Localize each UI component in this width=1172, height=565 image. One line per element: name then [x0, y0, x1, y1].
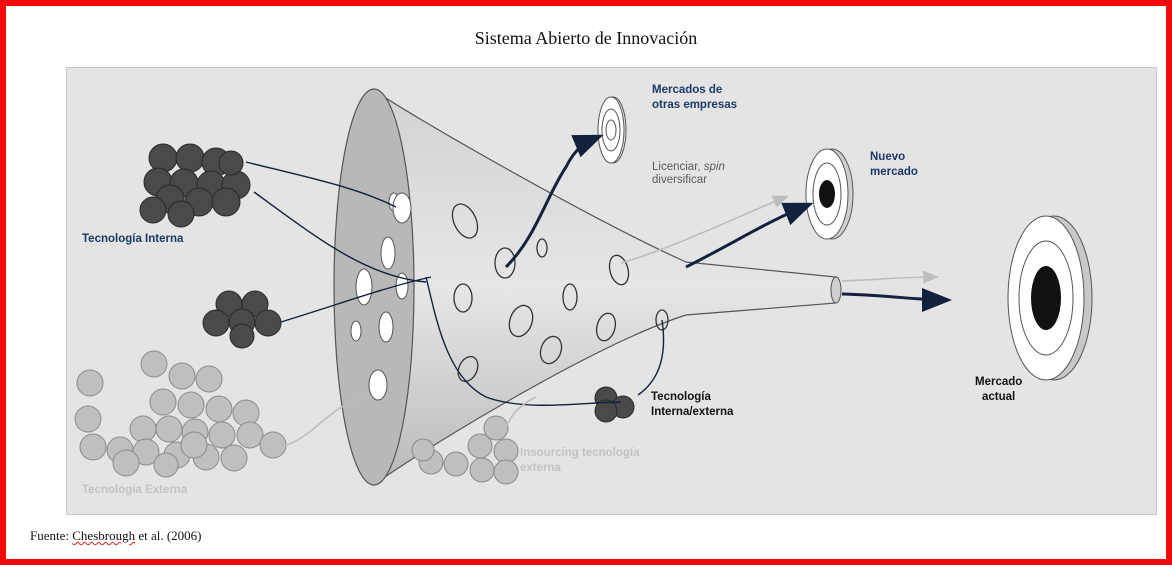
dark-cluster-small: [202, 290, 282, 349]
funnel-outlet: [830, 276, 842, 304]
funnel-holes: [451, 203, 669, 383]
label-mercado-actual: Mercado actual: [975, 376, 1023, 403]
label-mercados-otras-empresas: Mercados de otras empresas: [652, 84, 738, 111]
source-citation: Fuente: Chesbrough et al. (2006): [30, 528, 202, 543]
target-mercado-actual: [1007, 215, 1093, 381]
target-nuevo-mercado: [805, 148, 854, 240]
mouth-holes: [350, 192, 412, 401]
grey-connectors: [280, 195, 940, 448]
output-arrows: [504, 134, 952, 312]
funnel-mouth: [333, 88, 415, 486]
label-tecnologia-interna: Tecnología Interna: [82, 233, 184, 245]
internal-tech-cluster: [139, 143, 251, 228]
source-author: Chesbrough: [72, 528, 136, 543]
label-insourcing: Insourcing tecnología externa: [520, 447, 640, 474]
label-tecnologia-interna-externa: Tecnología Interna/externa: [651, 391, 734, 418]
dark-connectors: [245, 161, 665, 406]
target-otras-empresas: [597, 96, 627, 164]
insourcing-cluster: [411, 415, 519, 485]
label-nuevo-mercado: Nuevo mercado: [870, 151, 918, 178]
label-tecnologia-externa: Tecnología Externa: [82, 484, 188, 496]
int-ext-cluster: [594, 386, 635, 423]
diagram-title: Sistema Abierto de Innovación: [474, 28, 698, 48]
label-licenciar: Licenciar, spin diversificar: [652, 161, 725, 186]
external-tech-cluster: [74, 350, 287, 478]
innovation-funnel-diagram: [74, 88, 1093, 487]
